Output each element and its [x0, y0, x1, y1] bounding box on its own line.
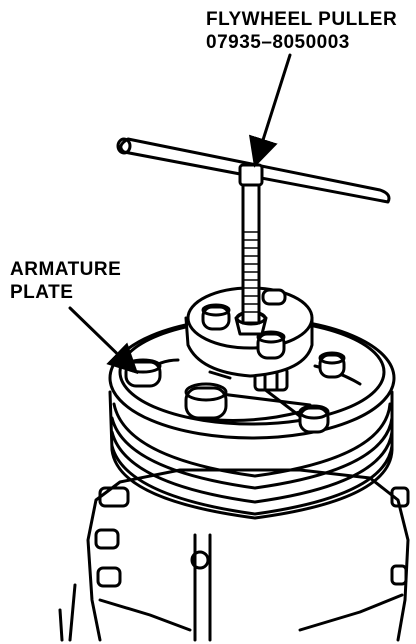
component-label-line1: ARMATURE [10, 259, 122, 280]
tool-name-text: FLYWHEEL PULLER [206, 9, 398, 30]
puller-bolt [201, 303, 231, 331]
flywheel-puller-label: FLYWHEEL PULLER 07935–8050003 [206, 8, 397, 54]
compressor-body [58, 468, 410, 642]
puller-bolt [256, 330, 286, 360]
armature-bolt [318, 351, 346, 379]
pulley [108, 390, 394, 520]
puller-bolt [261, 288, 287, 306]
armature-bolt [298, 404, 330, 434]
tool-part-number-text: 07935–8050003 [206, 32, 350, 53]
armature-plate-label: ARMATURE PLATE [10, 258, 121, 304]
armature-plate-leader-arrow [68, 306, 139, 375]
armature-bolt [184, 382, 228, 420]
threaded-shaft [241, 173, 261, 325]
flywheel-puller-leader-arrow [248, 53, 292, 168]
armature-bolt [124, 358, 162, 388]
component-label-line2: PLATE [10, 282, 74, 303]
